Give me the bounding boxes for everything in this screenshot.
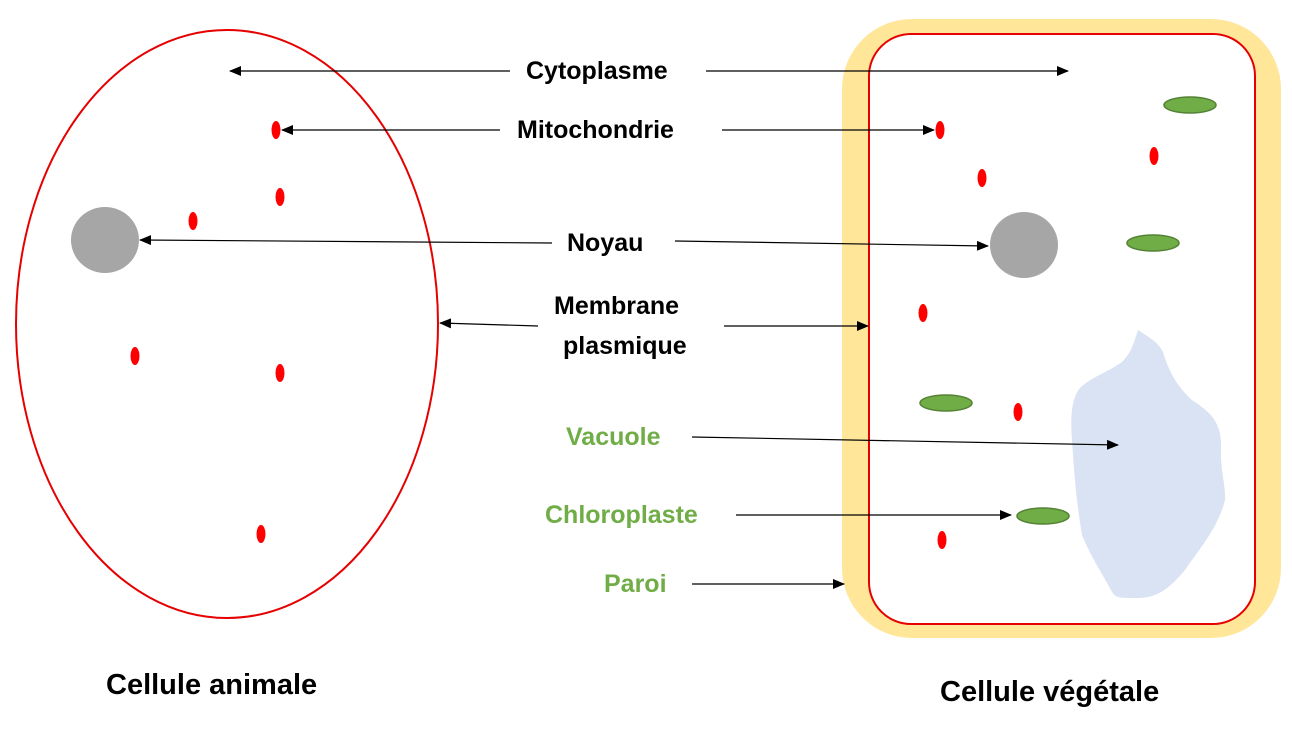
pointer-arrows — [139, 66, 1119, 589]
label-cytoplasme: Cytoplasme — [526, 57, 668, 85]
chloroplast — [1126, 234, 1180, 252]
arrow-vacuole — [691, 436, 1119, 450]
mitochondrion — [918, 304, 928, 322]
plant-nucleus — [990, 212, 1058, 278]
mitochondrion — [935, 121, 945, 139]
chloroplast — [1163, 96, 1217, 114]
plant-chloroplasts — [919, 96, 1217, 525]
mitochondrion — [256, 525, 266, 543]
mitochondrion — [1149, 147, 1159, 165]
chloroplast — [919, 394, 973, 412]
mitochondrion — [275, 188, 285, 206]
label-chloroplaste: Chloroplaste — [545, 501, 698, 529]
mitochondrion — [1013, 403, 1023, 421]
label-noyau: Noyau — [567, 229, 644, 257]
label-membrane-line1: Membrane — [554, 292, 680, 320]
label-membrane-line2: plasmique — [563, 332, 687, 360]
mitochondrion — [977, 169, 987, 187]
animal-nucleus — [71, 207, 139, 273]
title-plant-cell: Cellule végétale — [940, 676, 1160, 708]
mitochondrion — [275, 364, 285, 382]
arrow-noyau-animal — [139, 235, 553, 246]
mitochondrion — [130, 347, 140, 365]
plant-mitochondria — [918, 121, 1159, 549]
mitochondrion — [271, 121, 281, 139]
animal-cell-membrane — [15, 29, 439, 619]
mitochondrion — [188, 212, 198, 230]
label-vacuole: Vacuole — [566, 423, 661, 451]
mitochondrion — [937, 531, 947, 549]
label-paroi: Paroi — [604, 570, 667, 598]
chloroplast — [1016, 507, 1070, 525]
plant-vacuole — [1071, 330, 1226, 598]
arrow-membrane-animal — [439, 318, 539, 329]
arrow-noyau-plant — [674, 240, 989, 251]
label-mitochondrie: Mitochondrie — [517, 116, 674, 144]
title-animal-cell: Cellule animale — [106, 669, 318, 701]
animal-mitochondria — [130, 121, 285, 543]
